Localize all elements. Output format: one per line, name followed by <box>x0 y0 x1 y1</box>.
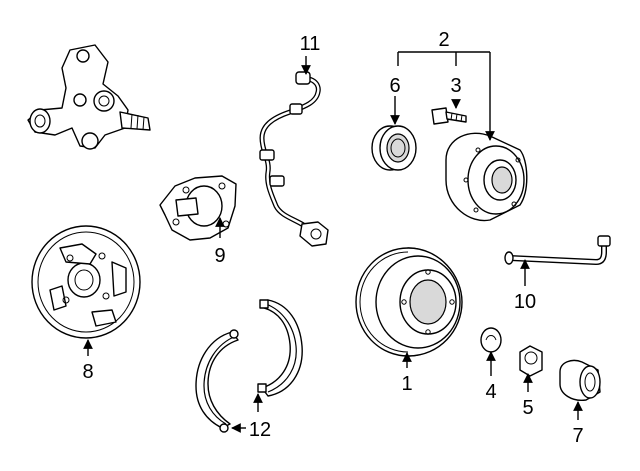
callout-9: 9 <box>214 245 225 267</box>
bearing-seal <box>371 125 417 171</box>
callout-7: 7 <box>572 425 583 447</box>
steering-knuckle <box>27 44 151 150</box>
axle-nut <box>519 345 543 377</box>
brake-shoes <box>195 299 303 433</box>
callout-12: 12 <box>249 419 271 441</box>
callout-11: 11 <box>300 33 321 55</box>
callout-3: 3 <box>450 75 461 97</box>
callout-8: 8 <box>82 361 93 383</box>
dust-cap <box>559 359 601 401</box>
callout-4: 4 <box>485 381 496 403</box>
callout-10: 10 <box>514 291 536 313</box>
brake-drum <box>355 247 463 357</box>
backing-gasket <box>159 175 237 241</box>
vent-hose <box>504 235 611 265</box>
hub-bolt <box>431 107 467 125</box>
abs-sensor-harness <box>259 71 329 247</box>
callout-5: 5 <box>522 397 533 419</box>
backing-plate <box>31 225 141 339</box>
callout-6: 6 <box>389 75 400 97</box>
callout-2: 2 <box>438 29 449 51</box>
leader-lines <box>83 51 583 433</box>
callout-1: 1 <box>401 373 412 395</box>
hub-bearing-assembly <box>445 132 528 222</box>
grease-cap <box>480 327 502 353</box>
